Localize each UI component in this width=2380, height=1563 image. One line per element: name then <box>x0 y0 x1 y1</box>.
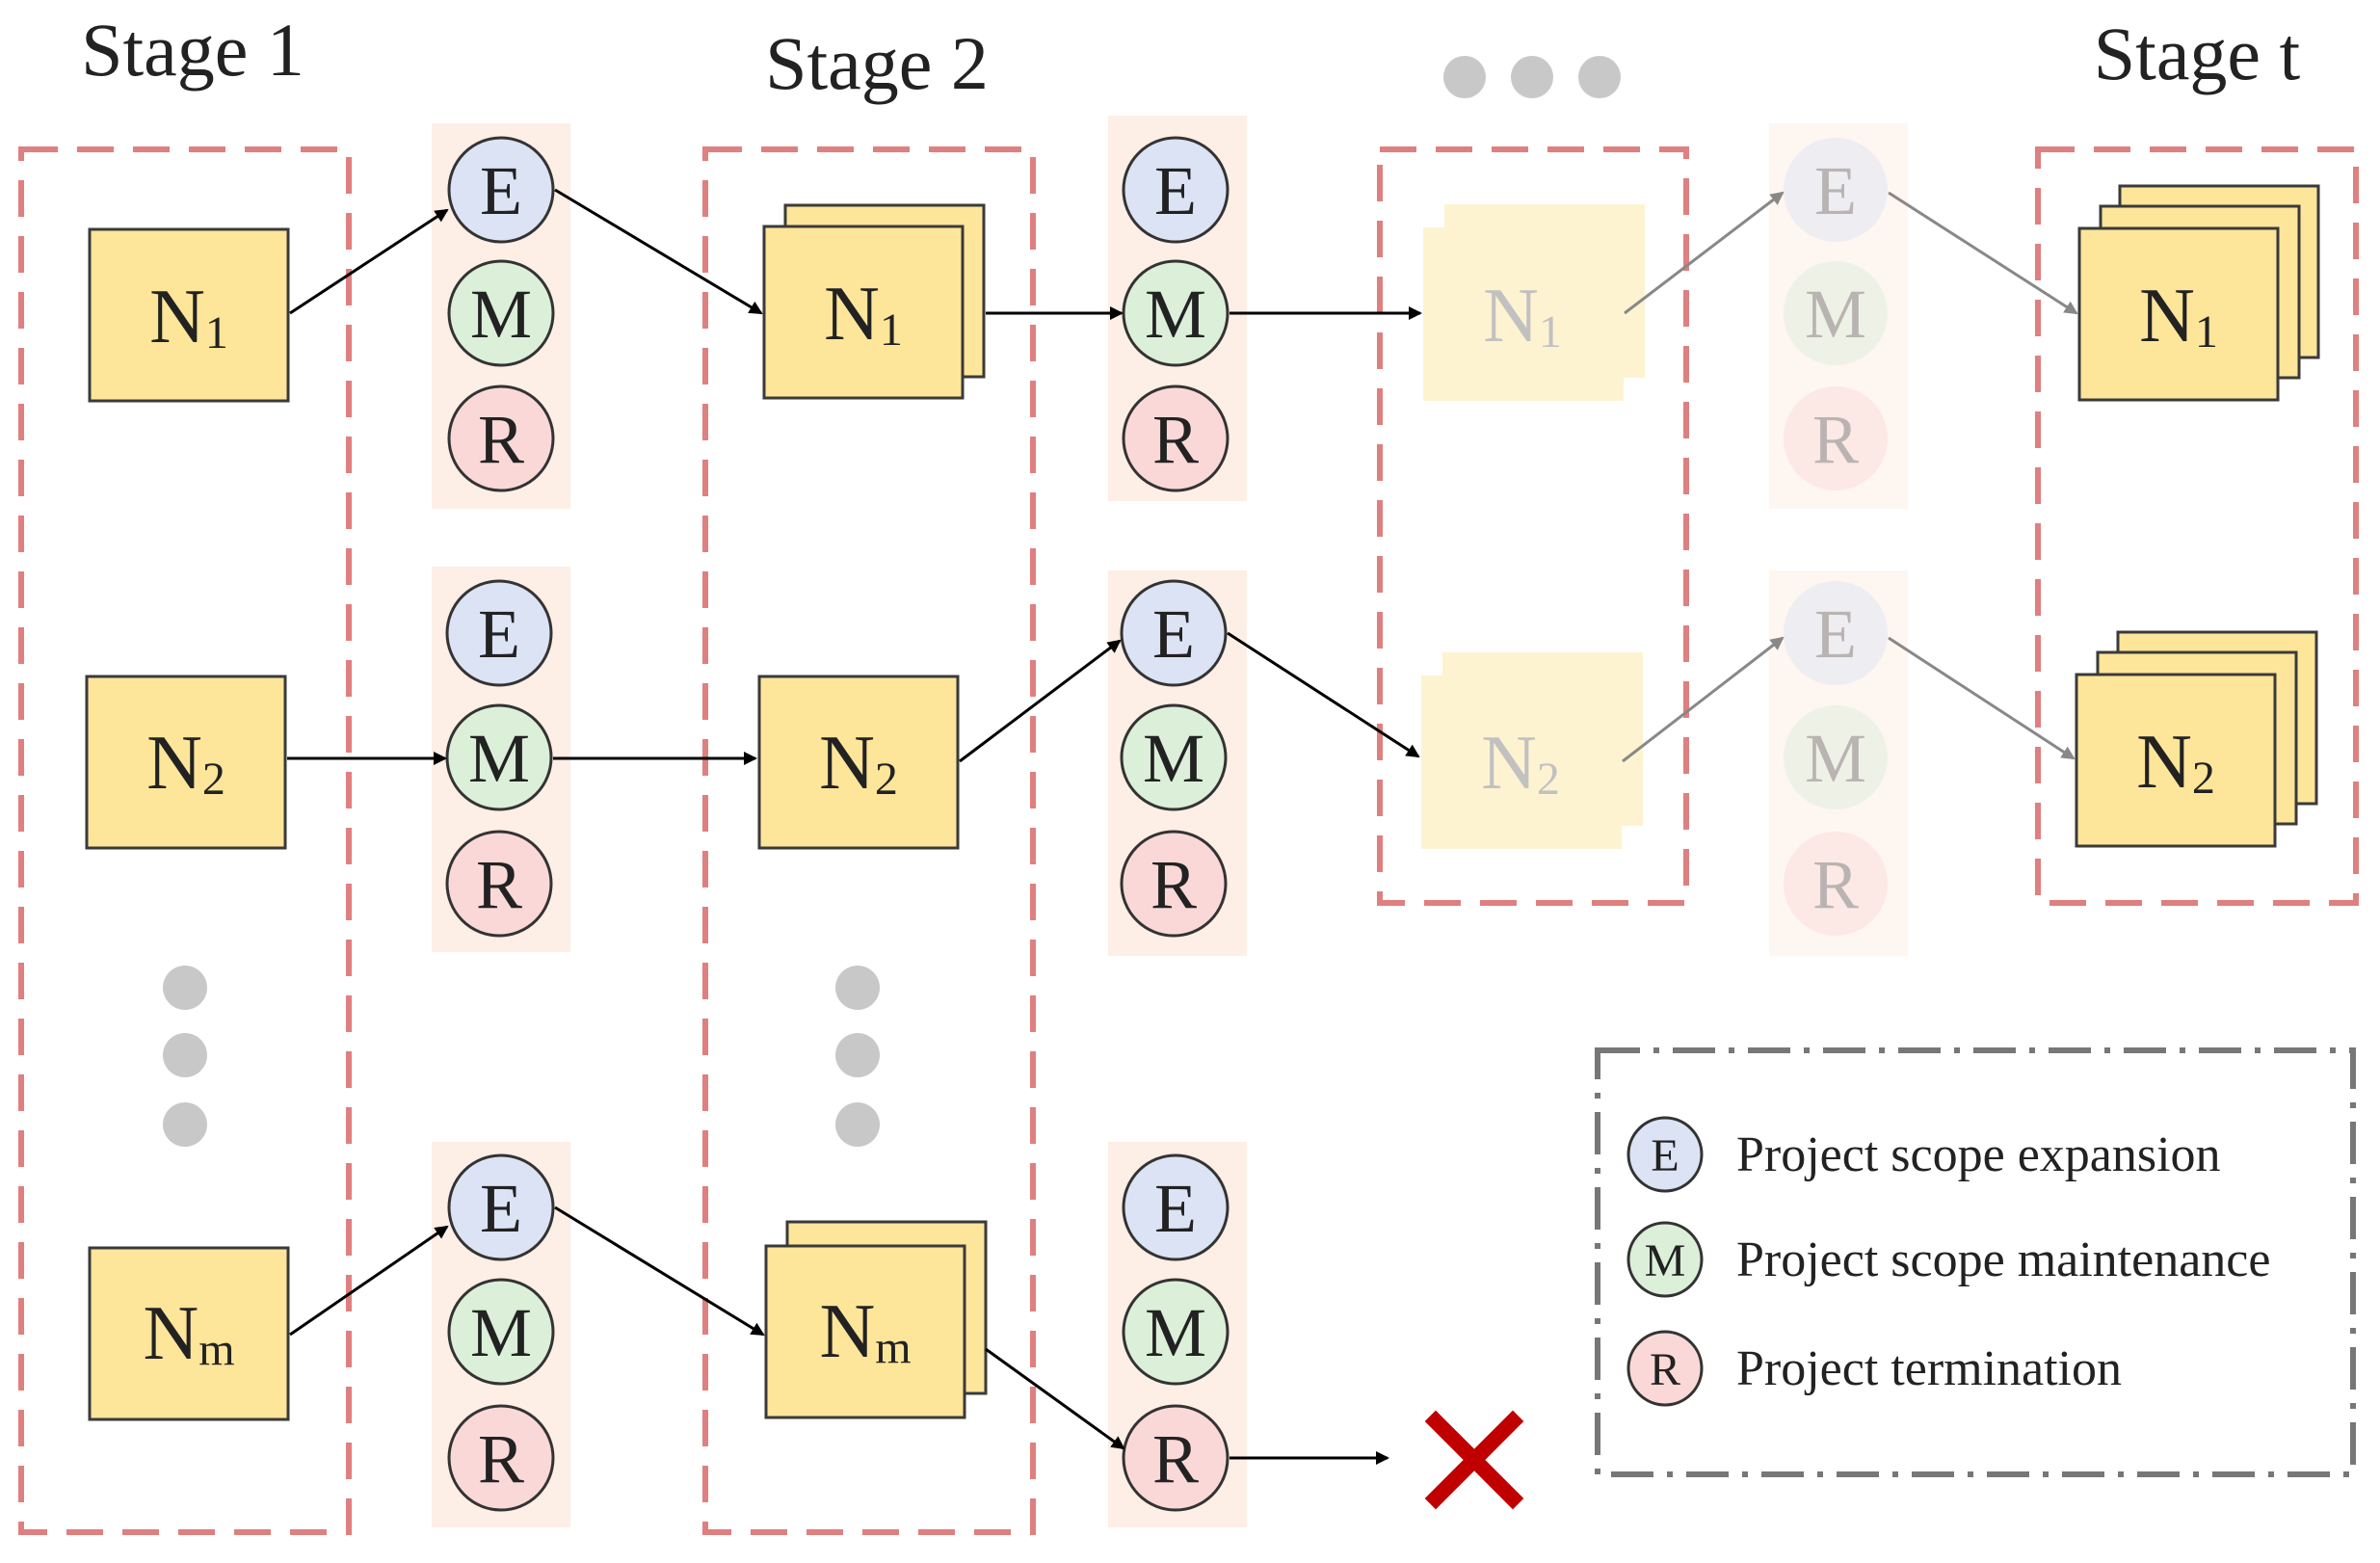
svg-text:R: R <box>476 846 522 923</box>
stage-1-box <box>18 146 352 1535</box>
stage-1-node-n1: N1 <box>88 227 290 403</box>
svg-text:M: M <box>1805 720 1866 797</box>
svg-text:R: R <box>478 1420 524 1497</box>
svg-text:E: E <box>1814 596 1857 673</box>
svg-text:E: E <box>1814 152 1857 229</box>
stage-t-box <box>2035 146 2359 906</box>
transition-arrows <box>287 188 2078 1465</box>
stage-2-node-n2: N2 <box>757 675 960 850</box>
svg-text:N1: N1 <box>1483 274 1562 358</box>
svg-text:M: M <box>1143 720 1204 797</box>
svg-text:E: E <box>1154 152 1197 229</box>
stage-1-title: Stage 1 <box>81 8 304 92</box>
decision-group-stage1-rowm: E M R <box>447 1153 555 1512</box>
svg-text:N1: N1 <box>2139 274 2218 358</box>
decision-group-stage1-row2: E M R <box>445 579 553 938</box>
legend-item-maintenance: M Project scope maintenance <box>1626 1221 2270 1298</box>
stage-t-node-n1: N1 <box>2077 184 2320 402</box>
decision-group-mid-row2: E M R <box>1784 581 1888 936</box>
svg-text:N2: N2 <box>819 721 898 806</box>
stage-t-node-n2: N2 <box>2075 630 2318 848</box>
stage-2-node-nm: Nm <box>764 1220 988 1419</box>
decision-band <box>1769 570 1908 956</box>
mid-stage-node-n1: N1 <box>1423 204 1645 401</box>
svg-text:N1: N1 <box>149 275 228 359</box>
svg-text:R: R <box>1650 1344 1680 1395</box>
svg-text:R: R <box>1812 401 1859 478</box>
legend-item-expansion: E Project scope expansion <box>1626 1116 2221 1193</box>
svg-text:E: E <box>480 152 522 229</box>
svg-text:M: M <box>468 720 530 797</box>
svg-text:N2: N2 <box>1481 721 1560 806</box>
svg-text:R: R <box>1152 1420 1199 1497</box>
mid-stage-node-n2: N2 <box>1421 652 1643 849</box>
svg-text:N1: N1 <box>824 272 903 357</box>
stage-1-ellipsis-dots-icon <box>163 966 207 1147</box>
svg-text:N2: N2 <box>146 721 225 806</box>
svg-text:E: E <box>1154 1170 1197 1247</box>
svg-text:Project scope expansion: Project scope expansion <box>1736 1127 2221 1182</box>
svg-text:M: M <box>1805 276 1866 353</box>
svg-text:M: M <box>1145 1294 1206 1371</box>
svg-text:R: R <box>1152 401 1199 478</box>
decision-group-stage1-row1: E M R <box>447 136 555 492</box>
legend-item-termination: R Project termination <box>1626 1330 2122 1407</box>
svg-text:M: M <box>1145 276 1206 353</box>
svg-text:R: R <box>1150 846 1197 923</box>
svg-text:Nm: Nm <box>143 1291 234 1376</box>
svg-text:N2: N2 <box>2136 720 2215 805</box>
decision-group-stage2-row2: E M R <box>1120 579 1228 938</box>
stage-2-ellipsis-dots-icon <box>835 966 880 1147</box>
svg-text:Project termination: Project termination <box>1736 1341 2122 1396</box>
stage-1-node-n2: N2 <box>85 675 287 850</box>
svg-text:M: M <box>1645 1235 1686 1286</box>
stage-mid-box <box>1377 146 1689 906</box>
decision-group-stage2-rowm: E M R <box>1122 1153 1230 1512</box>
svg-text:E: E <box>478 596 520 673</box>
svg-text:E: E <box>1152 596 1195 673</box>
stage-2-title: Stage 2 <box>765 21 989 105</box>
svg-text:E: E <box>1651 1130 1679 1181</box>
svg-text:E: E <box>480 1170 522 1247</box>
decision-band <box>1769 123 1908 509</box>
svg-text:R: R <box>478 401 524 478</box>
svg-text:Nm: Nm <box>819 1289 911 1374</box>
cross-icon <box>1424 1410 1524 1510</box>
stage-2-node-n1: N1 <box>762 203 986 400</box>
legend: E Project scope expansion M Project scop… <box>1595 1047 2356 1477</box>
legend-box <box>1595 1047 2356 1477</box>
stage-2-box <box>702 146 1036 1535</box>
decision-group-mid-row1: E M R <box>1784 138 1888 490</box>
svg-text:M: M <box>470 1294 532 1371</box>
svg-text:M: M <box>470 276 532 353</box>
svg-text:Project scope maintenance: Project scope maintenance <box>1736 1232 2270 1287</box>
svg-text:R: R <box>1812 846 1859 923</box>
ellipsis-dots-icon <box>1443 56 1621 98</box>
stage-1-node-nm: Nm <box>88 1246 290 1421</box>
stage-t-title: Stage t <box>2094 12 2301 95</box>
decision-group-stage2-row1: E M R <box>1122 136 1230 492</box>
